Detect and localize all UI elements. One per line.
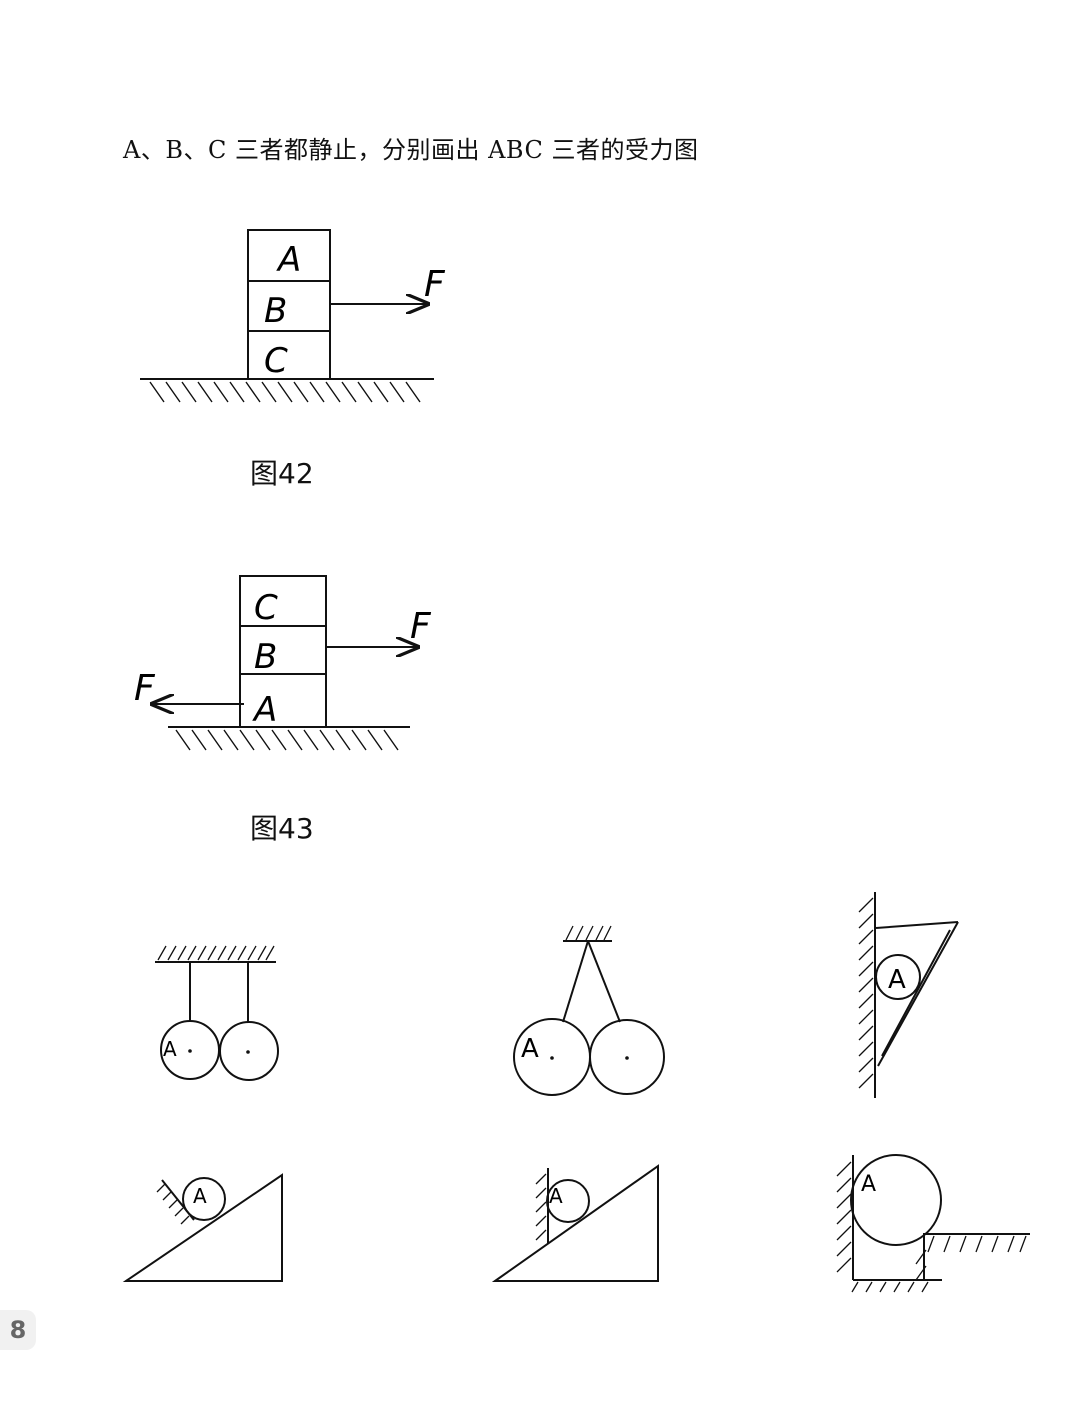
fig43-block-b: [239, 625, 327, 675]
figure-43-diagram: [152, 575, 418, 751]
fig42-block-b: [247, 280, 331, 332]
ceiling-hatch: [157, 945, 275, 961]
wall-hatch: [858, 897, 874, 1089]
fig43-caption: 图43: [250, 812, 314, 845]
ball-a: [160, 1020, 220, 1080]
fig42-force-label: F: [424, 264, 446, 305]
incline-slanted-wall-diagram: [122, 1173, 283, 1282]
left-wall-hatch: [836, 1161, 852, 1273]
step-block: [923, 1233, 1030, 1280]
fig42-ground-hatch: [149, 381, 421, 403]
figure-42-diagram: [140, 229, 434, 403]
fig42-label-b: B: [264, 291, 287, 331]
fig43-label-b: B: [254, 637, 277, 677]
string-right: [587, 940, 621, 1023]
fig43-label-c: C: [254, 588, 278, 628]
fig42-label-a: A: [276, 240, 301, 280]
ball-a-label: A: [163, 1037, 177, 1061]
fig42-block-c: [247, 330, 331, 380]
ball-a: [182, 1177, 226, 1221]
ball-a-label: A: [888, 965, 906, 995]
ball-b-center-dot: [625, 1056, 629, 1060]
fig42-label-c: C: [264, 341, 288, 381]
fig43-force-left-label: F: [134, 668, 156, 709]
wall-board-diagram: [858, 892, 959, 1098]
problem-heading: A、B、C 三者都静止，分别画出 ABC 三者的受力图: [123, 136, 699, 164]
fig42-caption: 图42: [250, 457, 314, 490]
two-balls-v-diagram: [513, 925, 665, 1096]
support-rope: [875, 921, 959, 929]
ball-b: [219, 1021, 279, 1081]
ball-a: [850, 1154, 942, 1246]
step-hatch: [915, 1235, 1027, 1281]
fig43-ground-hatch: [175, 729, 399, 751]
ball-b: [589, 1019, 665, 1095]
incline-triangle: [122, 1173, 283, 1282]
fig43-block-a: [239, 673, 327, 728]
two-balls-parallel-diagram: [155, 945, 279, 1081]
ball-b-center-dot: [246, 1050, 250, 1054]
ceiling-hatch: [565, 925, 612, 941]
page-number-badge: 8: [0, 1310, 36, 1350]
ball-a-label: A: [193, 1184, 207, 1208]
wall-hatch: [535, 1173, 547, 1241]
fig43-label-a: A: [252, 690, 277, 730]
board-inner: [881, 929, 951, 1057]
slanted-wall-hatch: [156, 1183, 190, 1225]
ball-a-center-dot: [550, 1056, 554, 1060]
ball-a: [875, 954, 921, 1000]
ball-on-step-diagram: [836, 1154, 1030, 1293]
ball-a-center-dot: [188, 1049, 192, 1053]
board-outer: [877, 921, 959, 1067]
floor-hatch: [851, 1281, 929, 1293]
ball-a-label: A: [549, 1184, 563, 1208]
ball-a-label: A: [861, 1172, 876, 1197]
fig43-block-c: [239, 575, 327, 627]
ball-a: [546, 1179, 590, 1223]
ball-a-label: A: [521, 1034, 539, 1064]
incline-vertical-wall-diagram: [491, 1164, 659, 1282]
incline-triangle: [491, 1164, 659, 1282]
string-left: [562, 940, 589, 1023]
fig43-force-right-label: F: [410, 606, 432, 647]
